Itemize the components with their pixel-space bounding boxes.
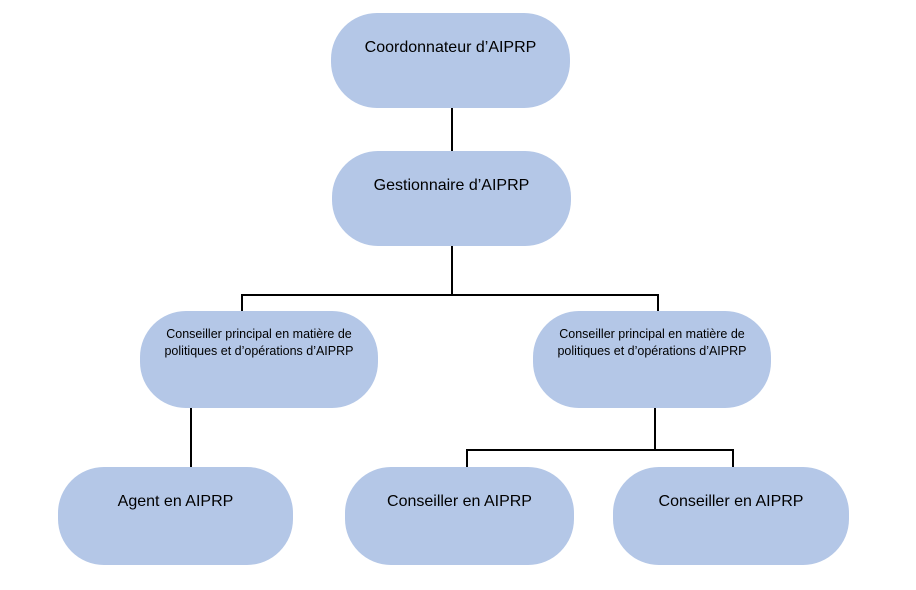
org-node-label: Gestionnaire d’AIPRP: [373, 177, 530, 194]
connector-drop-conseiller-1: [466, 449, 468, 468]
org-node-conseiller-principal-droite: Conseiller principal en matière de polit…: [533, 311, 771, 408]
connector-drop-principal-gauche: [241, 294, 243, 312]
org-node-conseiller-aiprp-2: Conseiller en AIPRP: [613, 467, 849, 565]
connector-drop-principal-droite: [657, 294, 659, 312]
org-node-agent-aiprp: Agent en AIPRP: [58, 467, 293, 565]
connector-principal-droite-stem: [654, 407, 656, 450]
connector-branch-crossbar-level4: [466, 449, 734, 451]
connector-branch-crossbar-level3: [241, 294, 659, 296]
org-node-label: Conseiller en AIPRP: [658, 493, 804, 510]
org-node-label: Conseiller principal en matière de polit…: [557, 327, 747, 358]
org-node-label: Coordonnateur d’AIPRP: [364, 39, 537, 56]
connector-coordonnateur-gestionnaire: [451, 107, 453, 153]
org-node-label: Conseiller principal en matière de polit…: [164, 327, 354, 358]
org-node-coordonnateur-aiprp: Coordonnateur d’AIPRP: [331, 13, 570, 108]
org-node-conseiller-aiprp-1: Conseiller en AIPRP: [345, 467, 574, 565]
org-node-gestionnaire-aiprp: Gestionnaire d’AIPRP: [332, 151, 571, 246]
connector-principal-gauche-agent: [190, 407, 192, 468]
org-node-conseiller-principal-gauche: Conseiller principal en matière de polit…: [140, 311, 378, 408]
connector-drop-conseiller-2: [732, 449, 734, 468]
org-node-label: Agent en AIPRP: [117, 493, 234, 510]
connector-gestionnaire-branch-stem: [451, 245, 453, 295]
org-node-label: Conseiller en AIPRP: [387, 493, 532, 510]
